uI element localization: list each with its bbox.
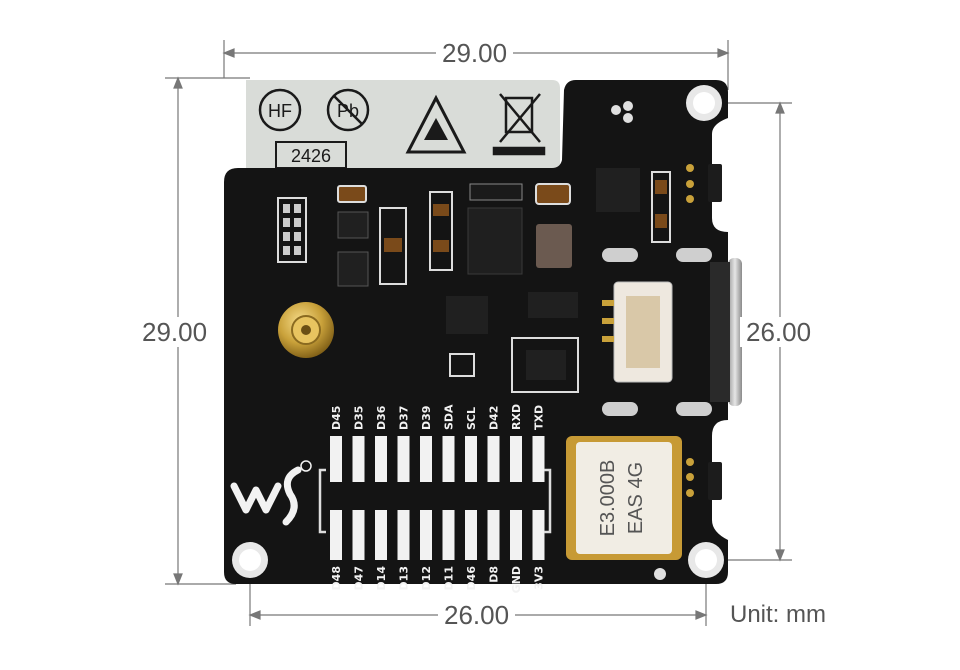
height-left-label: 29.00 [136, 317, 214, 347]
pin-pad-bottom-d14 [375, 510, 387, 560]
svg-text:HF: HF [268, 101, 292, 121]
pin-pad-top-d36 [375, 436, 387, 482]
pin-label-top-sda: SDA [443, 404, 456, 430]
width-bottom-label: 26.00 [438, 600, 516, 630]
pin-pad-bottom-d48 [330, 510, 342, 560]
pin-label-top-d37: D37 [398, 406, 411, 430]
mounting-holes [232, 85, 724, 578]
pin-pad-top-rxd [510, 436, 522, 482]
tiny-vias [611, 101, 694, 580]
pin-label-bottom-3v3: 3V3 [533, 566, 546, 590]
pin-pad-bottom-d8 [487, 510, 500, 560]
usb-c-connector [710, 258, 742, 406]
height-right-label: 26.00 [740, 317, 818, 347]
pin-pad-top-d45 [330, 436, 342, 482]
pin-pad-bottom-d13 [397, 510, 410, 560]
pin-label-top-d42: D42 [488, 406, 501, 430]
width-top-label: 29.00 [436, 38, 514, 68]
pin-label-top-scl: SCL [465, 407, 478, 430]
pin-pad-top-d37 [397, 436, 410, 482]
pin-pad-top-sda [442, 436, 455, 482]
compliance-label: HF Pb 2426 [246, 80, 560, 170]
crystal-text-line-1: E3.000B [597, 460, 619, 537]
svg-text:2426: 2426 [291, 146, 331, 166]
pin-label-top-d36: D36 [375, 405, 388, 430]
pin-pad-top-d35 [352, 436, 365, 482]
pin-label-bottom-d12: D12 [420, 566, 433, 590]
top-pin-labels: D45 D35 D36 D37 D39 SDA SCL D42 RXD TXD [330, 404, 546, 430]
pin-pad-bottom-d46 [465, 510, 477, 560]
lead-free-icon: Pb [326, 88, 370, 132]
weee-bin-icon [492, 93, 546, 156]
pin-header-pads [330, 436, 545, 560]
pin-label-bottom-d13: D13 [398, 566, 411, 590]
pin-pad-bottom-d12 [420, 510, 432, 560]
bottom-pin-labels: D48 D47 D14 D13 D12 D11 D46 D8 GND 3V3 [330, 566, 546, 594]
pin-label-bottom-d46: D46 [465, 566, 478, 591]
crystal-oscillator: E3.000B EAS 4G [566, 436, 682, 560]
pin-label-bottom-d8: D8 [488, 566, 501, 583]
pin-label-top-d35: D35 [353, 406, 366, 430]
pin-label-bottom-d47: D47 [353, 566, 366, 590]
pin-pad-bottom-3v3 [532, 510, 545, 560]
pin-label-bottom-d48: D48 [330, 566, 343, 590]
pin-pad-top-scl [465, 436, 477, 482]
pin-label-top-rxd: RXD [510, 404, 523, 430]
pin-pad-bottom-gnd [510, 510, 522, 560]
pin-label-top-txd: TXD [533, 405, 546, 430]
waveshare-logo [230, 460, 312, 526]
esd-warning-icon [405, 94, 467, 154]
smd-components [277, 168, 712, 416]
crystal-text-line-2: EAS 4G [625, 462, 647, 534]
pin-pad-top-d42 [487, 436, 500, 482]
pin-pad-top-txd [532, 436, 545, 482]
antenna-connector [278, 302, 334, 358]
unit-label: Unit: mm [730, 601, 826, 628]
pin-bracket [318, 468, 552, 534]
pin-label-bottom-gnd: GND [510, 566, 523, 593]
pin-pad-top-d39 [420, 436, 432, 482]
pin-label-top-d45: D45 [330, 406, 343, 430]
pin-label-bottom-d14: D14 [375, 566, 388, 591]
pin-pad-bottom-d47 [352, 510, 365, 560]
pin-label-bottom-d11: D11 [443, 566, 456, 590]
side-connectors [708, 164, 722, 500]
hf-icon: HF [258, 88, 302, 132]
pin-pad-bottom-d11 [442, 510, 455, 560]
pin-label-top-d39: D39 [420, 406, 433, 430]
